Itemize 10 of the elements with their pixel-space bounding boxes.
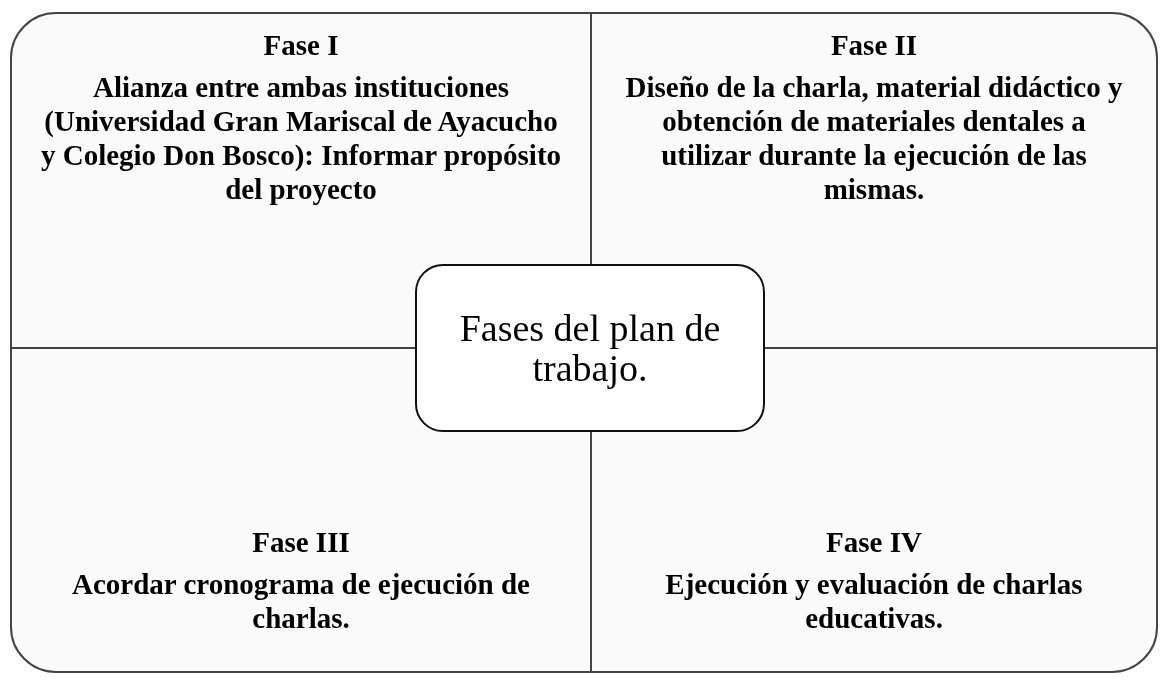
title-text: Fases del plan de trabajo. [458, 308, 722, 388]
phase-heading: Fase III [252, 525, 350, 559]
phase-heading: Fase I [263, 28, 339, 62]
phase-description: Diseño de la charla, material didáctico y obtención de materiales dentales a utilizar durante la ejecución de las mismas. [624, 70, 1124, 206]
phase-heading: Fase IV [826, 525, 922, 559]
title-box [415, 264, 765, 432]
phase-heading: Fase II [830, 28, 918, 62]
phase-description: Ejecución y evaluación de charlas educativas. [664, 567, 1084, 635]
phase-description: Acordar cronograma de ejecución de charlas. [71, 567, 531, 635]
phase-description: Alianza entre ambas instituciones (Universidad Gran Mariscal de Ayacucho y Colegio Don Bosco): Informar propósito del proyecto [39, 70, 563, 206]
